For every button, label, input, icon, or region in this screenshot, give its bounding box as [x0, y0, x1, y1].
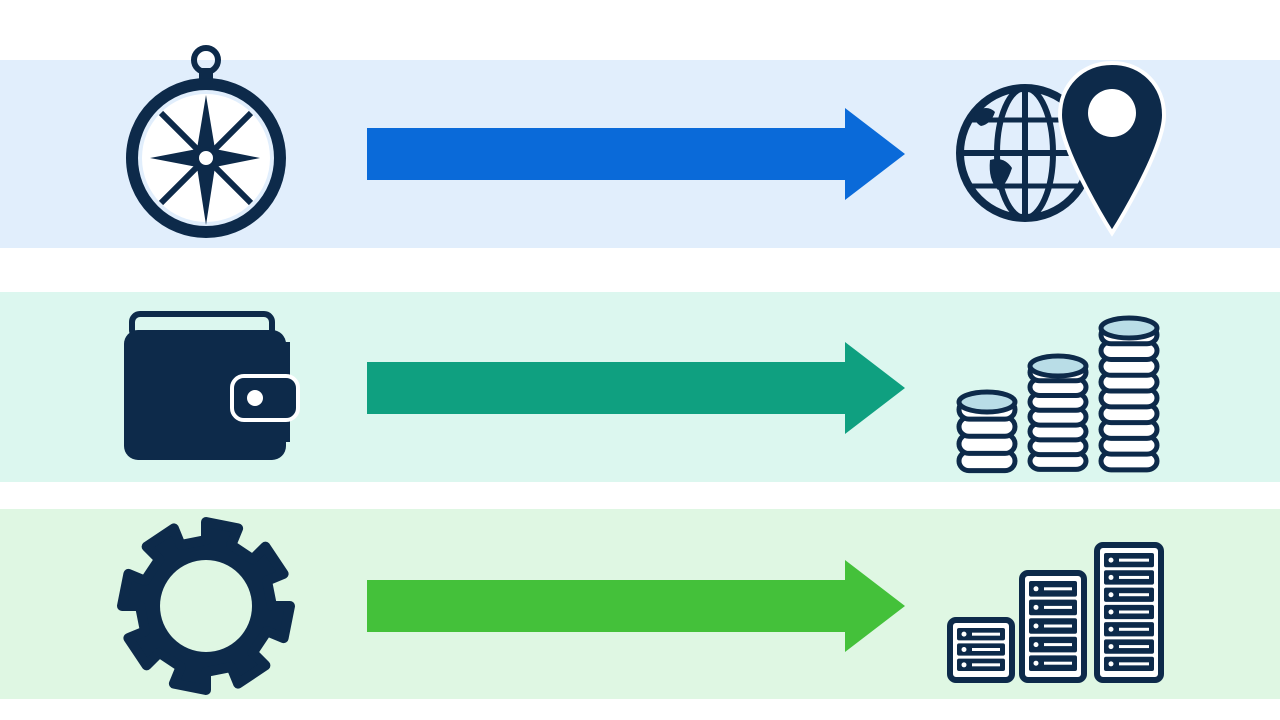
- arrow-shape-1: [367, 108, 905, 200]
- globe-location-pin-icon: [956, 60, 1167, 237]
- arrow-shape-3: [367, 560, 905, 652]
- arrow-row-1: [367, 108, 905, 200]
- wallet-icon: [124, 311, 300, 460]
- coin-stacks-icon: [956, 315, 1160, 474]
- gear-icon: [117, 517, 295, 695]
- compass-icon: [126, 45, 286, 238]
- arrow-row-2: [367, 342, 905, 434]
- arrow-row-3: [367, 560, 905, 652]
- server-racks-icon: [947, 542, 1164, 683]
- arrow-shape-2: [367, 342, 905, 434]
